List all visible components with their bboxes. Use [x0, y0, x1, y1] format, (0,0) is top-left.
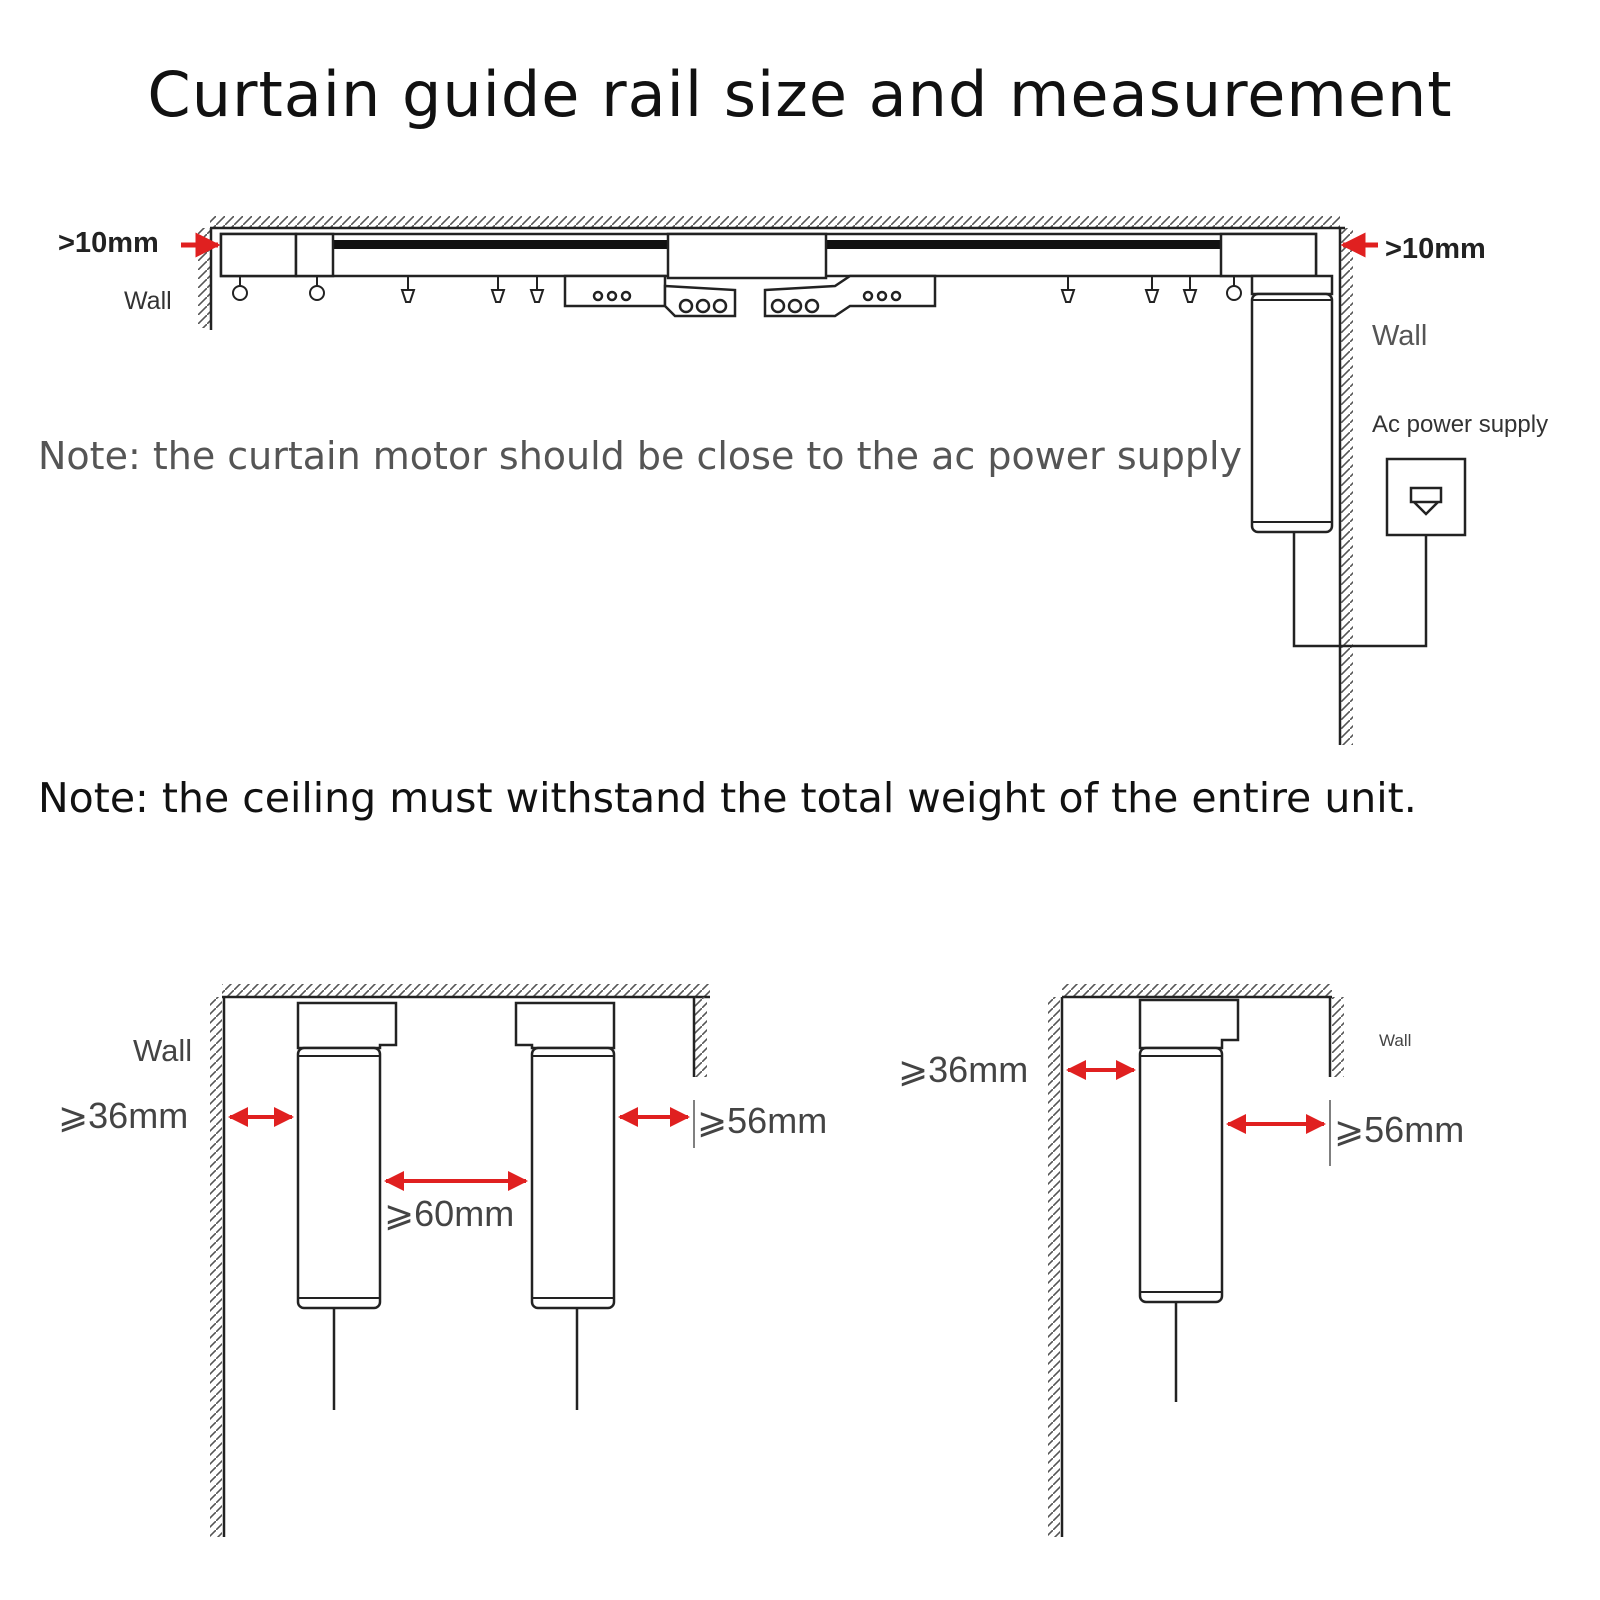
double-ceiling-hatch	[222, 984, 710, 996]
single-track-diagram: Wall ⩾36mm ⩾56mm	[898, 984, 1464, 1537]
page-title: Curtain guide rail size and measurement	[147, 58, 1453, 131]
master-carrier-right	[763, 274, 937, 318]
double-motor-left	[296, 1001, 398, 1310]
single-ceiling-hatch	[1062, 984, 1332, 996]
double-middle-gap-label: ⩾60mm	[384, 1193, 514, 1234]
single-left-wall-hatch	[1048, 997, 1060, 1537]
master-carrier-left	[563, 274, 737, 318]
ceiling-note: Note: the ceiling must withstand the tot…	[38, 774, 1417, 822]
top-right-wall-label: Wall	[1372, 320, 1427, 352]
motor-note: Note: the curtain motor should be close …	[38, 434, 1243, 478]
ac-outlet-icon	[1385, 457, 1467, 537]
double-right-wall-hatch	[695, 997, 707, 1077]
double-track-diagram: Wall ⩾36mm ⩾60mm ⩾56mm	[58, 984, 827, 1537]
single-left-gap-label: ⩾36mm	[898, 1049, 1028, 1090]
top-right-gap-label: >10mm	[1385, 233, 1486, 265]
top-left-wall-label: Wall	[124, 287, 172, 315]
right-wall-hatch	[1341, 228, 1353, 745]
single-right-wall-hatch	[1332, 997, 1344, 1077]
single-right-gap-label: ⩾56mm	[1334, 1109, 1464, 1150]
top-left-gap-label: >10mm	[58, 227, 159, 259]
power-cable	[1292, 520, 1428, 648]
ceiling-hatch	[210, 216, 1340, 227]
curtain-motor	[1250, 274, 1334, 534]
power-supply-label: Ac power supply	[1372, 411, 1548, 438]
double-right-gap-label: ⩾56mm	[697, 1100, 827, 1141]
double-left-gap-label: ⩾36mm	[58, 1095, 188, 1136]
rail-end-cap-right	[1219, 232, 1318, 278]
rail-end-block-left	[294, 232, 335, 278]
double-left-wall-hatch	[210, 997, 222, 1537]
single-motor	[1138, 998, 1240, 1304]
rail-center-joint	[666, 232, 828, 280]
double-wall-label: Wall	[133, 1033, 192, 1068]
runner-hooks	[232, 276, 1242, 303]
single-wall-label: Wall	[1379, 1031, 1411, 1050]
rail-end-cap-left	[219, 232, 298, 278]
double-motor-right	[514, 1001, 616, 1310]
top-rail-diagram: >10mm >10mm Wall Wall Ac power supply	[58, 216, 1548, 745]
